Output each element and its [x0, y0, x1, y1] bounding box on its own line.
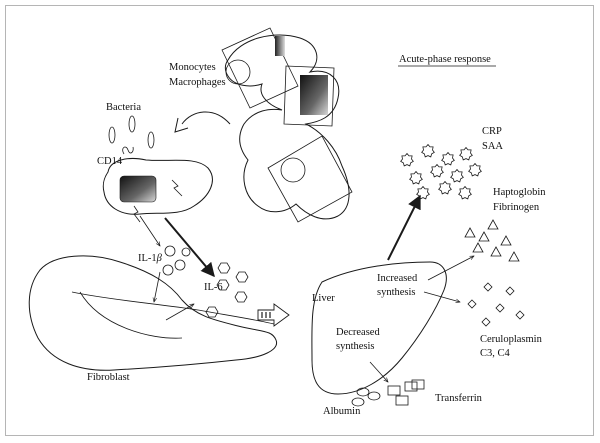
macrophage-cell-3 [267, 135, 353, 223]
macrophage-cluster [221, 27, 353, 223]
crp-molecule [400, 152, 414, 167]
arrow-fibroblast-to-il6 [165, 304, 194, 321]
label-transferrin: Transferrin [435, 393, 483, 404]
curved-arrow [181, 111, 231, 125]
crp-molecule [458, 185, 472, 200]
bacteria-group [108, 115, 155, 149]
label-cd14: CD14 [97, 156, 123, 167]
label-il6: IL-6 [204, 282, 223, 293]
fibroblast-inner-curve [79, 291, 183, 339]
crp-molecule [409, 170, 423, 185]
crp-molecule [441, 151, 455, 166]
signal-mark-1 [171, 179, 183, 197]
arrow-to-haptoglobin [427, 256, 474, 281]
macrophage-vacuole-1 [225, 59, 251, 85]
label-saa: SAA [482, 141, 503, 152]
macrophage-vacuole-3 [280, 157, 306, 183]
bold-arrow-to-crp [387, 194, 421, 261]
label-liver: Liver [312, 293, 335, 304]
bacterium-2 [128, 115, 136, 133]
il6-molecules [205, 262, 249, 318]
label-acute-phase-response: Acute-phase response [399, 54, 491, 65]
crp-molecule [430, 163, 444, 178]
label-fibroblast: Fibroblast [87, 372, 130, 383]
macrophage-cell-1 [221, 27, 299, 109]
label-increased-synthesis: synthesis [377, 287, 416, 298]
albumin-molecules [351, 387, 381, 407]
label-increased: Increased [377, 273, 418, 284]
curved-arrow-head [174, 117, 189, 133]
arrow-to-transferrin [369, 361, 388, 382]
crp-molecule [468, 162, 482, 177]
label-ceruloplasmin: Ceruloplasmin [480, 334, 543, 345]
liver [311, 261, 447, 395]
arrow-to-ceruloplasmin [423, 291, 460, 302]
block-arrow-to-liver [257, 303, 290, 327]
fibroblast-nucleus-edge [71, 291, 275, 325]
bold-arrow-to-il6 [164, 217, 215, 278]
arrow-to-il1b [139, 215, 160, 246]
crp-molecule [416, 185, 430, 200]
crp-molecule [421, 143, 435, 158]
label-monocytes: Monocytes [169, 62, 216, 73]
crp-saa-molecules [400, 143, 482, 200]
macrophage-nucleus-1 [275, 36, 285, 56]
label-decreased-synthesis: synthesis [336, 341, 375, 352]
label-haptoglobin: Haptoglobin [493, 187, 546, 198]
figure-frame [5, 5, 594, 436]
ceruloplasmin-molecules [467, 282, 525, 327]
macrophage-cell-2 [283, 65, 335, 127]
label-crp: CRP [482, 126, 502, 137]
label-decreased: Decreased [336, 327, 380, 338]
monocyte [102, 158, 213, 215]
signal-mark-2 [133, 205, 141, 223]
macrophage-nucleus-2 [300, 75, 328, 115]
label-fibrinogen: Fibrinogen [493, 202, 540, 213]
il1b-molecules [162, 245, 191, 276]
label-c3-c4: C3, C4 [480, 348, 511, 359]
cd14-receptor [122, 146, 134, 155]
crp-molecule [459, 146, 473, 161]
transferrin-molecules [387, 379, 425, 406]
haptoglobin-molecules [464, 219, 520, 262]
bacterium-1 [108, 126, 116, 144]
crp-molecule [438, 180, 452, 195]
label-il1b: IL-1β [138, 253, 163, 264]
fibroblast-cell [28, 255, 277, 371]
label-bacteria: Bacteria [106, 102, 141, 113]
bacterium-3 [147, 131, 155, 149]
arrow-il1b-to-fibroblast [154, 271, 161, 302]
crp-molecule [450, 168, 464, 183]
label-macrophages: Macrophages [169, 77, 226, 88]
label-albumin: Albumin [323, 406, 361, 417]
monocyte-nucleus [119, 175, 157, 203]
